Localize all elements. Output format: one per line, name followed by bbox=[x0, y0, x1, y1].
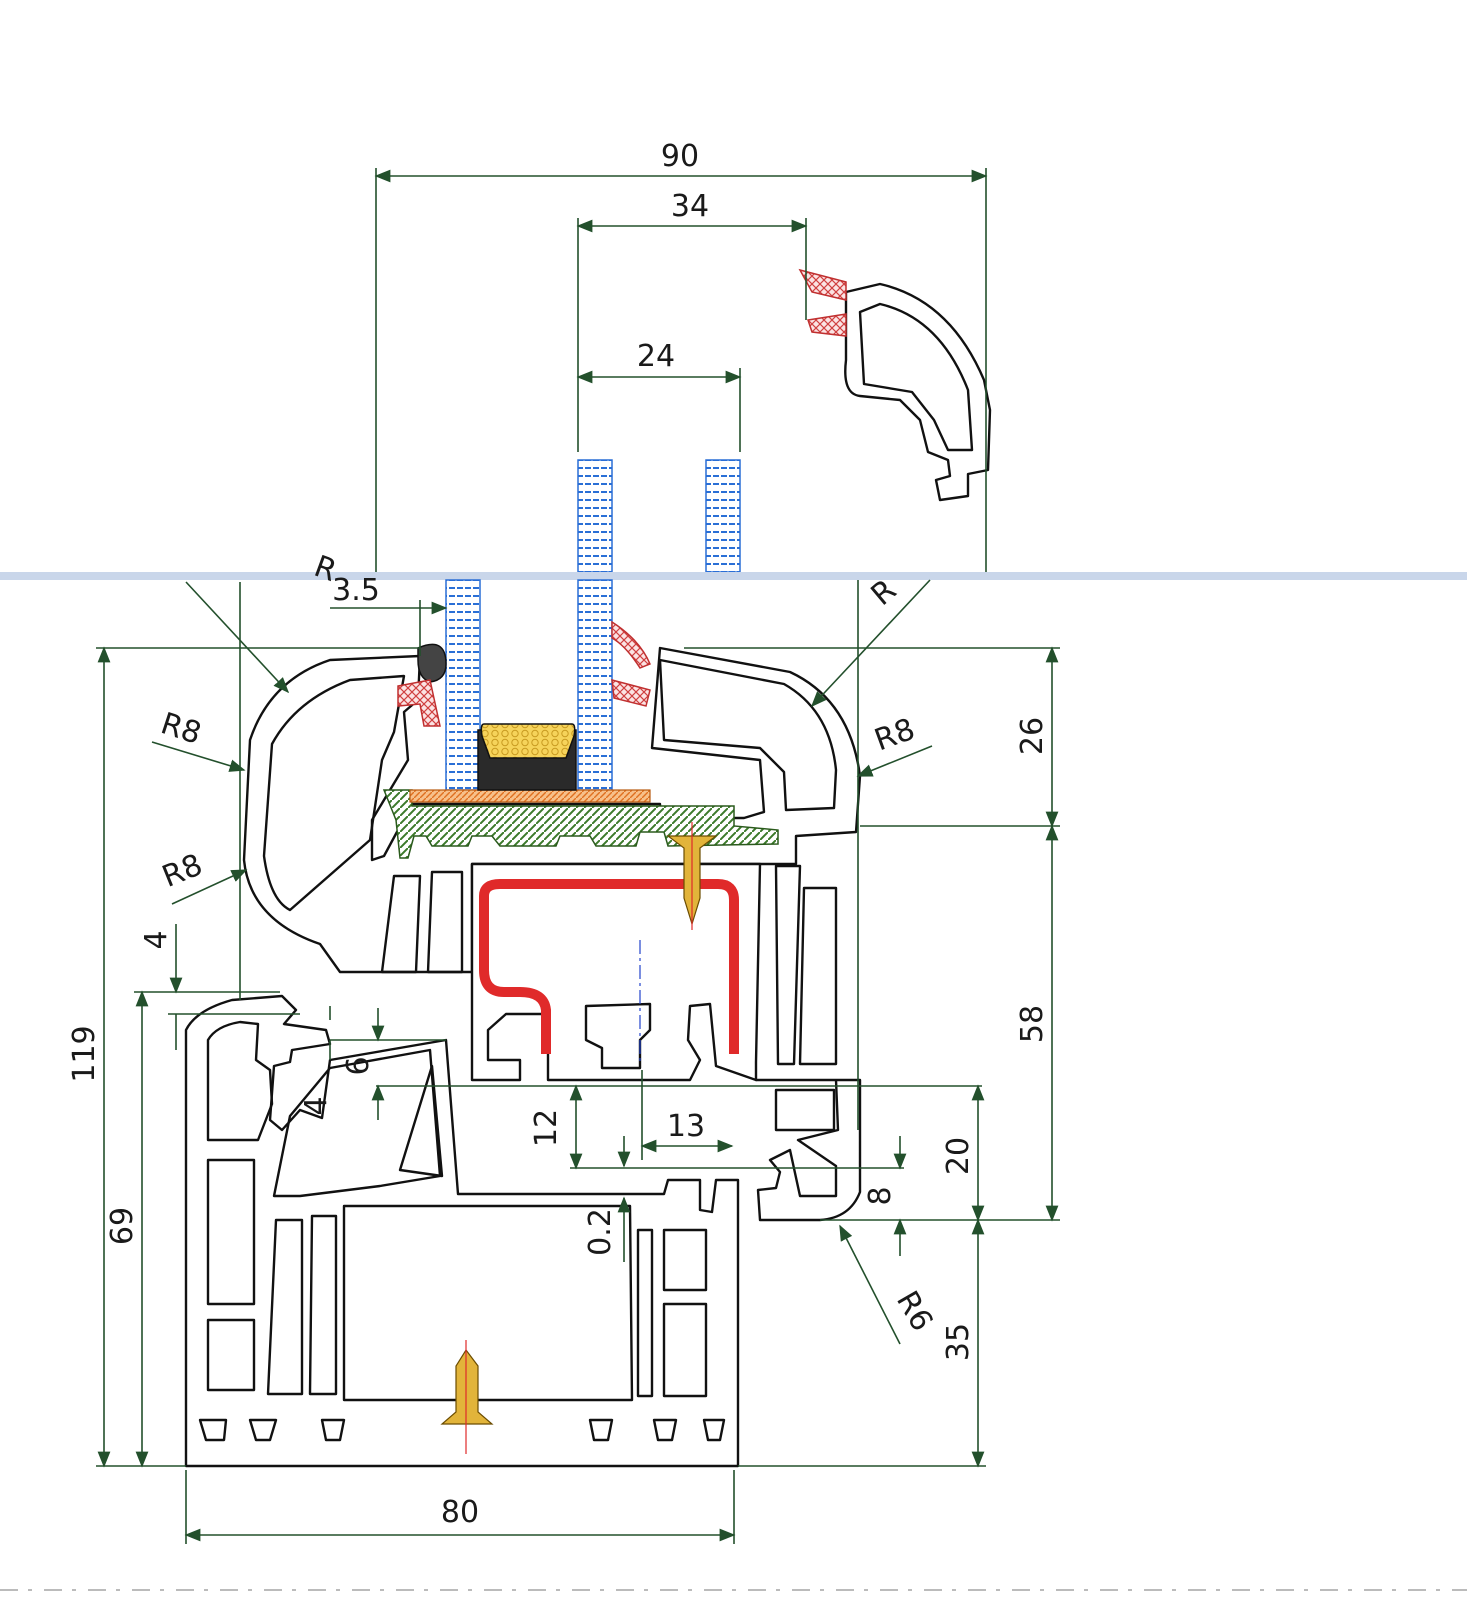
glass-panes-upper bbox=[577, 459, 741, 573]
dim-rebate-height: 20 bbox=[941, 1137, 976, 1175]
dim-frame-width: 80 bbox=[441, 1495, 479, 1530]
dim-rebate-offset: 3.5 bbox=[332, 573, 380, 608]
dim-glass-pack: 34 bbox=[671, 189, 709, 224]
dim-overall-width: 90 bbox=[661, 139, 699, 174]
dim-drip-height: 8 bbox=[863, 1186, 898, 1205]
dim-frame-depth-lower: 35 bbox=[941, 1323, 976, 1361]
radius-left-mid: R8 bbox=[157, 847, 207, 894]
scan-band bbox=[0, 572, 1467, 580]
dim-sash-lower-height: 58 bbox=[1015, 1005, 1050, 1043]
frame-profile bbox=[184, 994, 740, 1468]
dim-seal-width: 13 bbox=[667, 1109, 705, 1144]
radius-bottom: R6 bbox=[889, 1285, 939, 1337]
dimension-labels: 90 34 24 3.5 26 58 119 69 4 6 4 12 13 0.… bbox=[67, 139, 1050, 1530]
dim-overlap-top: 4 bbox=[139, 930, 174, 949]
dim-seal-gap: 12 bbox=[529, 1109, 564, 1147]
outer-gasket-low bbox=[611, 678, 651, 707]
spacer-bar bbox=[477, 723, 577, 791]
dim-overlap-mid: 6 bbox=[341, 1056, 376, 1075]
dim-sash-top-height: 26 bbox=[1015, 717, 1050, 755]
dim-glass-inner: 24 bbox=[637, 339, 675, 374]
inner-gasket-bulb bbox=[417, 643, 447, 683]
radius-right: R8 bbox=[870, 712, 919, 759]
dim-frame-height: 69 bbox=[105, 1207, 140, 1245]
inner-gasket-lip bbox=[397, 679, 441, 727]
gaskets bbox=[397, 620, 651, 727]
dim-overlap-low: 4 bbox=[299, 1096, 334, 1115]
dim-total-height: 119 bbox=[67, 1025, 102, 1082]
glazing-bead bbox=[798, 268, 992, 502]
dimension-lines bbox=[96, 168, 1060, 1544]
dim-clearance: 0.2 bbox=[583, 1208, 618, 1256]
steel-reinforcement-sash bbox=[479, 879, 739, 1054]
setting-block bbox=[409, 789, 651, 803]
screw-sash bbox=[666, 822, 718, 930]
glass-panes-lower bbox=[445, 579, 613, 791]
outer-gasket-top bbox=[611, 620, 651, 669]
screw-frame bbox=[440, 1340, 494, 1454]
